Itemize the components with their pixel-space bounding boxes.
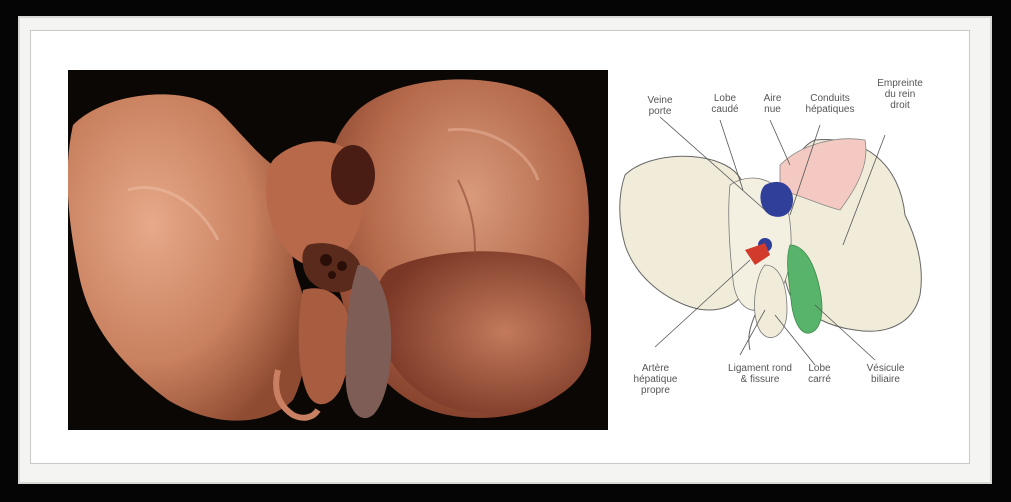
label-ligament-rond: Ligament rond & fissure: [720, 363, 800, 385]
diagram-round-ligament: [749, 315, 755, 350]
label-aire-nue: Aire nue: [750, 93, 795, 115]
label-veine-porte: Veine porte: [635, 95, 685, 117]
label-lobe-caude: Lobe caudé: [700, 93, 750, 115]
label-vesicule-biliaire: Vésicule biliaire: [858, 363, 913, 385]
vena-cava-area: [331, 145, 375, 205]
label-empreinte-rein: Empreinte du rein droit: [870, 78, 930, 111]
liver-photograph: [68, 70, 608, 430]
label-conduits-hepatiques: Conduits hépatiques: [800, 93, 860, 115]
label-lobe-carre: Lobe carré: [797, 363, 842, 385]
diagram-left-lobe: [620, 156, 747, 310]
label-artere-hepatique: Artère hépatique propre: [628, 363, 683, 396]
